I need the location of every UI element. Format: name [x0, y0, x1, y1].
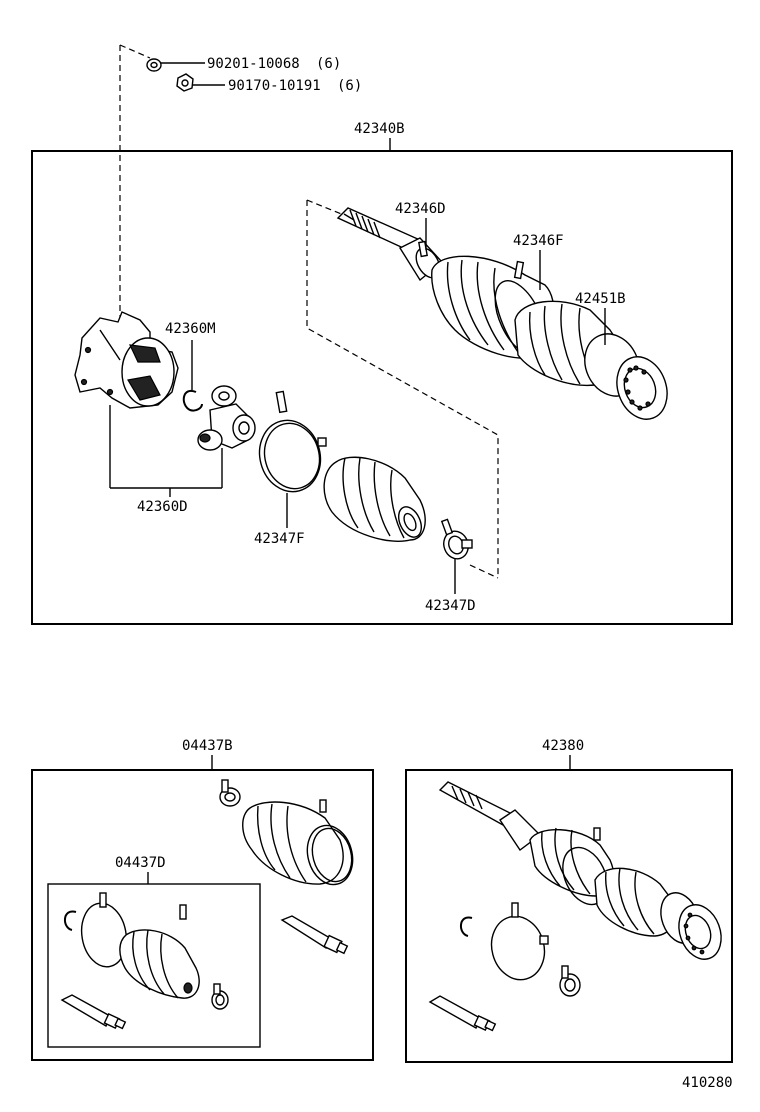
kit-04437B-label: 04437B: [182, 738, 233, 754]
kit-04437B-box: 04437B 04437D: [31, 738, 374, 1061]
label-42360M: 42360M: [165, 321, 216, 337]
fastener-group: 90201-10068 (6) 90170-10191 (6): [119, 44, 362, 320]
washer-icon[interactable]: [146, 58, 162, 72]
kit-b-grease-tube-icon[interactable]: [280, 915, 349, 955]
boot-band-large-icon[interactable]: [252, 390, 329, 498]
tripod-joint-icon[interactable]: [197, 385, 256, 451]
joint-housing-icon[interactable]: [74, 311, 179, 409]
label-42360D: 42360D: [137, 499, 188, 515]
kit-d-grease-tube-icon[interactable]: [60, 994, 127, 1030]
kit-42380-label: 42380: [542, 738, 584, 754]
label-42451B: 42451B: [575, 291, 626, 307]
kit-04437D-label: 04437D: [115, 855, 166, 871]
kit-c-boot-band-icon[interactable]: [485, 902, 552, 986]
fastener-1-part: 90201-10068: [207, 56, 300, 72]
kit-b-band-icon[interactable]: [301, 820, 359, 889]
kit-c-outer-boot-icon[interactable]: [529, 827, 615, 897]
kit-c-snap-ring-icon[interactable]: [460, 916, 473, 937]
kit-42380-box: 42380: [405, 738, 733, 1063]
nut-icon[interactable]: [176, 73, 194, 92]
kit-c-grease-tube-icon[interactable]: [428, 995, 497, 1032]
kit-b-outer-boot-icon[interactable]: [242, 799, 344, 885]
label-42347D: 42347D: [425, 598, 476, 614]
main-assembly-box: 42340B: [31, 121, 733, 625]
kit-c-abs-rotor-icon[interactable]: [654, 887, 728, 965]
kit-b-clamp-small-icon[interactable]: [219, 779, 241, 807]
label-42347F: 42347F: [254, 531, 305, 547]
kit-c-drive-shaft-icon[interactable]: [438, 781, 542, 852]
label-42346D: 42346D: [395, 201, 446, 217]
kit-d-clamp-icon[interactable]: [211, 983, 229, 1010]
main-assembly-label: 42340B: [354, 121, 405, 137]
fastener-2-qty: (6): [337, 78, 362, 94]
label-42346F: 42346F: [513, 233, 564, 249]
boot-band-small-icon[interactable]: [440, 518, 473, 562]
fastener-1-qty: (6): [316, 56, 341, 72]
abs-rotor-icon[interactable]: [575, 325, 676, 426]
fastener-2-part: 90170-10191: [228, 78, 321, 94]
inner-boot-icon[interactable]: [323, 456, 426, 542]
kit-c-clamp-icon[interactable]: [559, 965, 581, 997]
kit-d-band-icon[interactable]: [77, 892, 131, 970]
kit-d-boot-icon[interactable]: [119, 904, 200, 999]
snap-ring-icon[interactable]: [182, 389, 203, 412]
kit-c-inner-boot-icon[interactable]: [594, 867, 676, 937]
diagram-code: 410280: [682, 1075, 733, 1091]
kit-d-snap-ring-icon[interactable]: [64, 910, 77, 931]
